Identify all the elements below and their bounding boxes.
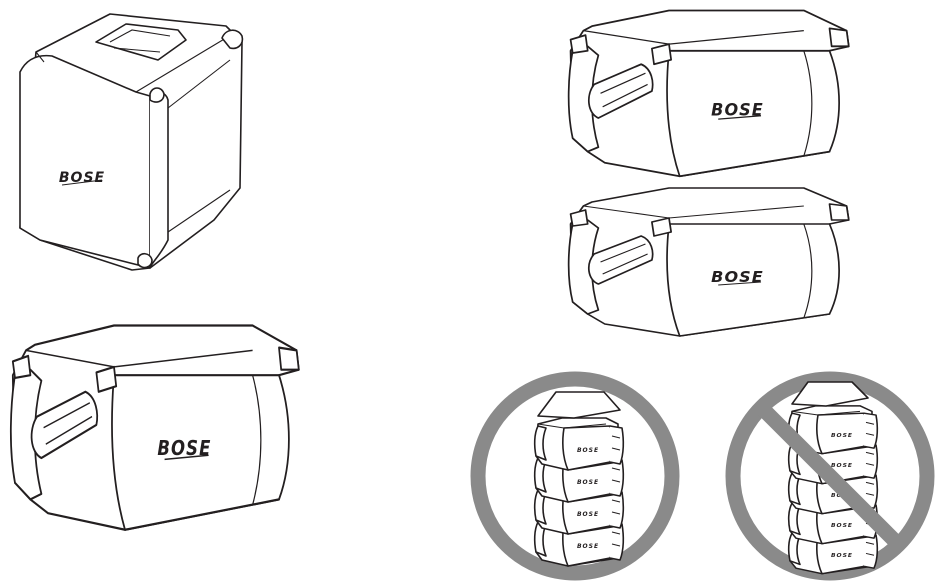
two-module-stack — [567, 9, 850, 337]
five-module-stack — [787, 381, 879, 575]
stack-five-prohibited-sign — [725, 371, 935, 581]
upright-bass-module: BOSE — [19, 13, 244, 271]
svg-text:BOSE: BOSE — [59, 170, 105, 186]
prohibited-slash — [756, 402, 904, 550]
horizontal-bass-module — [9, 324, 300, 531]
stack-four-allowed-sign — [470, 371, 680, 581]
four-module-stack — [533, 391, 625, 567]
